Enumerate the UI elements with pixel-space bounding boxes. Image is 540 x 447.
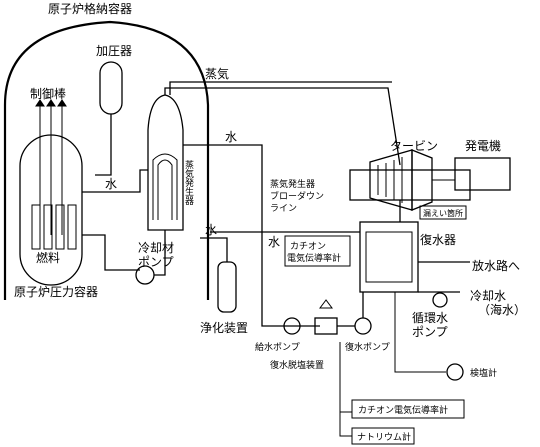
pressurizer-tank [99, 61, 123, 115]
hot-leg [82, 169, 148, 193]
turbine [369, 149, 413, 211]
surge-line [95, 114, 112, 176]
label-control-rods: 制御棒 [30, 86, 66, 101]
salinity-line [394, 292, 446, 373]
label-turbine: タービン [390, 139, 438, 153]
purification-unit [217, 261, 237, 313]
label-salinity-meter: 検塩計 [470, 367, 497, 379]
label-feed-pump: 給水ポンプ [255, 341, 300, 353]
label-cond-pump: 復水ポンプ [345, 341, 390, 353]
label-circ-pump-1: 循環水 [412, 311, 448, 325]
label-cation-1b: 電気伝導率計 [287, 252, 341, 264]
label-purification: 浄化装置 [200, 321, 248, 335]
label-water-feed: 水 [268, 235, 280, 249]
steam-generator [147, 94, 184, 231]
sodium-meter [351, 427, 415, 445]
label-cation-1a: カチオン [290, 241, 326, 252]
generator [454, 157, 511, 191]
label-blowdown-2: ブローダウン [270, 190, 324, 202]
containment-vessel [3, 20, 210, 300]
label-coolant-pump-2: ポンプ [138, 255, 174, 269]
turbine-base [349, 169, 471, 201]
label-rpv: 原子炉圧力容器 [14, 284, 98, 299]
circulating-pump [432, 292, 448, 308]
label-water-left: 水 [105, 177, 117, 191]
label-water-mid: 水 [205, 223, 217, 237]
condenser [359, 221, 419, 293]
label-generator: 発電機 [465, 138, 501, 153]
label-leak-spot: 漏えい箇所 [423, 208, 463, 218]
cold-leg [82, 234, 140, 271]
label-containment: 原子炉格納容器 [48, 1, 132, 16]
main-steam-line [164, 87, 401, 166]
label-circ-pump-2: ポンプ [412, 325, 448, 339]
label-cooling-water-1: 冷却水 [470, 289, 506, 303]
label-sg-vertical: 蒸気発生器 [183, 159, 194, 205]
label-pressurizer: 加圧器 [96, 44, 132, 58]
condensate-pump [354, 317, 372, 335]
label-coolant-pump-1: 冷却材 [138, 241, 174, 255]
salinity-gauge [446, 363, 464, 381]
sg-tubes [152, 153, 178, 220]
cation-meter-2 [351, 399, 465, 419]
label-water-top: 水 [225, 130, 237, 144]
label-demineralizer: 復水脱塩装置 [270, 359, 324, 371]
cation-meter-1 [284, 235, 351, 267]
label-fuel: 燃料 [36, 250, 60, 265]
feedwater-line [183, 144, 320, 327]
feed-pump [283, 317, 301, 335]
fuel-assemblies [31, 204, 77, 250]
label-sodium-meter: ナトリウム計 [357, 431, 411, 443]
label-blowdown-3: ライン [270, 203, 297, 214]
label-discharge: 放水路へ [472, 258, 520, 273]
label-steam: 蒸気 [205, 66, 229, 81]
label-cation-2: カチオン電気伝導率計 [358, 404, 448, 416]
label-condenser: 復水器 [420, 232, 456, 247]
label-cooling-water-2: （海水） [478, 302, 526, 317]
label-blowdown-1: 蒸気発生器 [270, 178, 315, 190]
